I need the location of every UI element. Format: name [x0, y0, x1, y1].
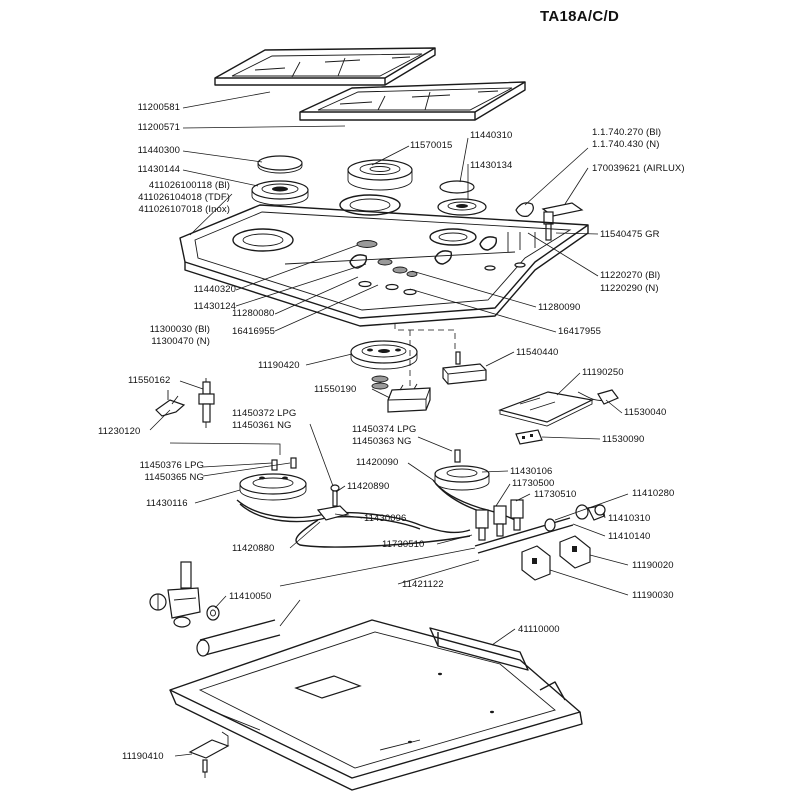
part-label-11190030: 11190030	[632, 590, 674, 601]
base-tray	[169, 619, 583, 791]
part-label-411026107018: 411026107018 (Inox)	[138, 204, 230, 215]
part-label-11410280: 11410280	[632, 488, 675, 499]
elbow-fittings	[575, 504, 606, 521]
bracket-upper	[559, 535, 591, 569]
part-label-11190020: 11190020	[632, 560, 674, 571]
part-label-11530040: 11530040	[624, 407, 667, 418]
part-label-16416955: 16416955	[232, 326, 276, 337]
part-label-11190420: 11190420	[258, 360, 300, 371]
part-label-11450372: 11450372 LPG	[232, 408, 297, 419]
thermocouple-connector	[577, 389, 619, 405]
gas-valves	[475, 499, 524, 541]
part-label-11410140: 11410140	[608, 531, 651, 542]
part-label-11730500: 11730500	[512, 478, 555, 489]
part-label-11421122: 11421122	[402, 579, 444, 590]
part-label-11440310: 11440310	[470, 130, 513, 141]
part-label-11430134: 11430134	[470, 160, 513, 171]
gas-inlet-valve	[149, 561, 201, 628]
gas-rail-tube	[196, 619, 281, 657]
connector-block	[515, 429, 543, 445]
part-label-41110000: 41110000	[518, 624, 560, 635]
part-label-411026100118: 411026100118 (Bl)	[148, 180, 230, 191]
pan-support-right	[299, 81, 526, 121]
burner-right	[437, 198, 487, 216]
cooktop-plate	[179, 194, 589, 327]
part-label-11730510-upper: 11730510	[534, 489, 577, 500]
part-label-11450365: 11450365 NG	[144, 472, 204, 483]
part-label-411026104018: 411026104018 (TDF)	[138, 192, 230, 203]
part-label-170039621: 170039621 (AIRLUX)	[592, 163, 685, 174]
burner-lower-center	[350, 340, 418, 390]
spark-clip	[155, 390, 186, 417]
part-label-11280090: 11280090	[538, 302, 581, 313]
part-label-11280080: 11280080	[232, 308, 275, 319]
gas-manifold	[474, 517, 574, 554]
part-label-11540440: 11540440	[516, 347, 559, 358]
part-label-11730510-lower: 11730510	[382, 539, 425, 550]
seal-washer	[206, 605, 220, 621]
part-label-11450376: 11450376 LPG	[139, 460, 204, 471]
part-label-16417955: 16417955	[558, 326, 602, 337]
part-label-11430144: 11430144	[137, 164, 180, 175]
thermocouple-tip	[543, 211, 554, 241]
part-label-11420890: 11420890	[347, 481, 390, 492]
part-label-11430096: 11430096	[364, 513, 407, 524]
burner-right-lower	[434, 449, 490, 491]
part-label-11530090: 11530090	[602, 434, 645, 445]
part-label-11230120: 11230120	[98, 426, 141, 437]
part-label-1-1-740-430: 1.1.740.430 (N)	[592, 139, 660, 150]
part-label-11540475: 11540475 GR	[600, 229, 660, 240]
part-label-11430116: 11430116	[146, 498, 188, 509]
part-label-11440300: 11440300	[137, 145, 180, 156]
part-label-11430124: 11430124	[193, 301, 236, 312]
part-label-11200581: 11200581	[137, 102, 180, 113]
model-title: TA18A/C/D	[540, 8, 620, 25]
part-label-11570015: 11570015	[410, 140, 453, 151]
part-label-11450361: 11450361 NG	[232, 420, 292, 431]
switch-block	[442, 351, 487, 385]
leader-lines	[149, 91, 629, 757]
part-label-11200571: 11200571	[137, 122, 180, 133]
part-label-11220290: 11220290 (N)	[600, 283, 659, 294]
burner-cap-small-right	[439, 180, 475, 194]
electronic-board	[498, 391, 594, 427]
burner-cap-small-left	[257, 155, 303, 174]
part-label-11300030: 11300030 (Bl)	[149, 324, 210, 335]
knob-small-top	[515, 202, 534, 217]
burner-left-lower	[239, 473, 307, 501]
part-label-11410050: 11410050	[229, 591, 272, 602]
bracket-lower	[521, 545, 551, 581]
part-label-11420880: 11420880	[232, 543, 275, 554]
fixing-bracket	[188, 731, 230, 778]
ignition-module	[387, 383, 431, 413]
burner-cap-large	[347, 159, 413, 191]
part-label-11430106: 11430106	[510, 466, 553, 477]
part-label-11190410: 11190410	[122, 751, 164, 762]
ignition-spark-plug	[198, 378, 215, 428]
valve-block-lower	[316, 484, 350, 521]
pan-support-left	[214, 47, 436, 86]
part-label-11300470: 11300470 (N)	[151, 336, 210, 347]
burner-left	[251, 180, 309, 206]
part-label-11420090: 11420090	[356, 457, 399, 468]
part-label-1-1-740-270: 1.1.740.270 (Bl)	[592, 127, 662, 138]
part-label-11190250: 11190250	[582, 367, 624, 378]
part-label-11220270: 11220270 (Bl)	[600, 270, 661, 281]
part-label-11550162: 11550162	[128, 375, 171, 386]
part-label-11410310: 11410310	[608, 513, 651, 524]
part-label-11450363: 11450363 NG	[352, 436, 412, 447]
part-label-11440320: 11440320	[193, 284, 236, 295]
part-label-11550190: 11550190	[314, 384, 357, 395]
part-label-11450374: 11450374 LPG	[352, 424, 417, 435]
